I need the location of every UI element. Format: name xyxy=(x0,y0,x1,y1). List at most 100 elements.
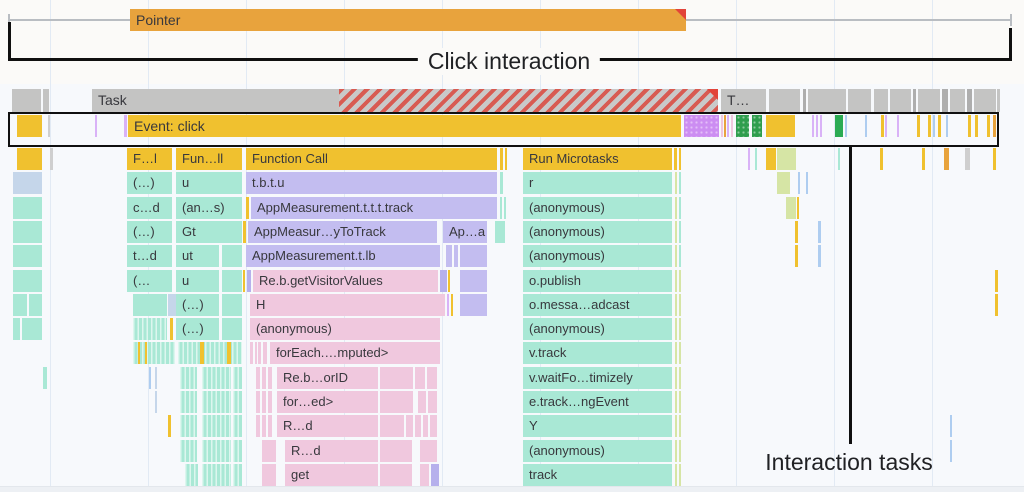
flame-segment[interactable] xyxy=(675,391,677,413)
flame-segment[interactable] xyxy=(679,293,681,316)
flame-segment[interactable] xyxy=(675,245,677,268)
flame-segment[interactable] xyxy=(495,220,505,243)
flame-segment[interactable] xyxy=(406,415,413,438)
flame-segment[interactable] xyxy=(268,415,272,438)
flame-segment[interactable] xyxy=(48,115,50,137)
flame-segment[interactable] xyxy=(950,415,952,438)
flame-bar[interactable]: Fun…ll xyxy=(176,148,242,170)
flame-segment[interactable] xyxy=(987,115,990,137)
flame-segment[interactable] xyxy=(968,115,971,137)
flame-bar[interactable]: AppMeasurement.t.t.t.track xyxy=(251,196,497,219)
task-bar[interactable]: Task xyxy=(92,89,339,112)
flame-segment[interactable] xyxy=(812,115,814,137)
flame-segment[interactable] xyxy=(679,269,681,292)
task-segment[interactable] xyxy=(808,89,846,112)
flame-segment[interactable] xyxy=(679,148,681,170)
task-left-segment[interactable] xyxy=(43,89,49,112)
flame-segment[interactable] xyxy=(806,172,808,195)
flame-segment[interactable] xyxy=(440,269,447,292)
flame-segment[interactable] xyxy=(679,342,681,365)
flame-segment[interactable] xyxy=(897,115,899,137)
flame-segment[interactable] xyxy=(675,439,677,462)
flame-segment[interactable] xyxy=(865,115,867,137)
flame-segment[interactable] xyxy=(268,391,272,413)
task-segment[interactable] xyxy=(890,89,911,112)
flame-bar[interactable]: c…d xyxy=(127,196,172,219)
flame-segment[interactable] xyxy=(185,463,198,486)
flame-segment[interactable] xyxy=(679,366,681,389)
flame-segment[interactable] xyxy=(222,318,242,341)
flame-bar[interactable]: AppMeasur…yToTrack xyxy=(248,220,437,243)
flame-segment[interactable] xyxy=(679,220,681,243)
flame-segment[interactable] xyxy=(504,196,506,219)
flame-segment[interactable] xyxy=(944,148,949,170)
flame-segment[interactable] xyxy=(835,115,843,137)
flame-segment[interactable] xyxy=(415,366,425,389)
flame-bar[interactable]: get xyxy=(285,463,378,486)
flame-segment[interactable] xyxy=(155,391,157,413)
flame-segment[interactable] xyxy=(145,342,147,365)
flame-segment[interactable] xyxy=(29,293,42,316)
flame-segment[interactable] xyxy=(380,439,412,462)
flame-segment[interactable] xyxy=(250,342,253,365)
flame-segment[interactable] xyxy=(797,196,799,219)
flame-segment[interactable] xyxy=(675,366,677,389)
flame-segment[interactable] xyxy=(17,115,42,137)
flame-segment[interactable] xyxy=(227,342,231,365)
task-segment[interactable] xyxy=(848,89,871,112)
flame-bar[interactable]: AppMeasurement.t.lb xyxy=(246,245,440,268)
flame-segment[interactable] xyxy=(200,342,204,365)
flame-segment[interactable] xyxy=(674,148,677,170)
flame-segment[interactable] xyxy=(233,391,242,413)
flame-segment[interactable] xyxy=(124,115,127,137)
flame-segment[interactable] xyxy=(262,391,266,413)
flame-segment[interactable] xyxy=(679,391,681,413)
flame-segment[interactable] xyxy=(995,269,998,292)
flame-segment[interactable] xyxy=(13,245,42,268)
task-segment[interactable] xyxy=(950,89,965,112)
flame-segment[interactable] xyxy=(247,269,251,292)
task-segment[interactable] xyxy=(918,89,940,112)
flame-segment[interactable] xyxy=(233,366,242,389)
flame-segment[interactable] xyxy=(133,293,167,316)
flame-bar[interactable]: ut xyxy=(176,245,219,268)
flame-bar[interactable]: t.b.t.u xyxy=(246,172,497,195)
flame-bar[interactable]: track xyxy=(523,463,672,486)
task-bar-truncated[interactable]: T… xyxy=(721,89,766,112)
flame-segment[interactable] xyxy=(427,366,437,389)
flame-segment[interactable] xyxy=(795,220,798,243)
flame-segment[interactable] xyxy=(880,148,883,170)
flame-segment[interactable] xyxy=(798,172,800,195)
task-segment[interactable] xyxy=(967,89,972,112)
flame-segment[interactable] xyxy=(777,172,790,195)
flame-bar[interactable]: Y xyxy=(523,415,672,438)
flame-segment[interactable] xyxy=(679,196,681,219)
flame-segment[interactable] xyxy=(418,391,426,413)
flame-segment[interactable] xyxy=(180,415,197,438)
flame-bar[interactable]: v.waitFo…timizely xyxy=(523,366,672,389)
flame-bar[interactable]: u xyxy=(176,269,219,292)
flame-segment[interactable] xyxy=(430,415,437,438)
flame-bar[interactable]: Ap…a xyxy=(443,220,487,243)
flame-segment[interactable] xyxy=(13,196,42,219)
task-segment[interactable] xyxy=(974,89,996,112)
flame-segment[interactable] xyxy=(43,366,47,389)
flame-segment[interactable] xyxy=(233,415,242,438)
task-segment[interactable] xyxy=(803,89,806,112)
flame-segment[interactable] xyxy=(256,391,260,413)
flame-segment[interactable] xyxy=(679,245,681,268)
flame-segment[interactable] xyxy=(180,391,197,413)
flame-segment[interactable] xyxy=(431,463,439,486)
flame-bar[interactable]: t…d xyxy=(127,245,172,268)
flame-segment[interactable] xyxy=(149,366,151,389)
flame-segment[interactable] xyxy=(500,148,503,170)
flame-segment[interactable] xyxy=(22,318,42,341)
flame-segment[interactable] xyxy=(995,293,998,316)
flame-bar[interactable]: (…) xyxy=(127,172,172,195)
flame-segment[interactable] xyxy=(736,115,749,137)
flame-segment[interactable] xyxy=(933,115,935,137)
flame-segment[interactable] xyxy=(202,391,231,413)
flame-segment[interactable] xyxy=(243,220,246,243)
flame-segment[interactable] xyxy=(380,391,413,413)
flame-segment[interactable] xyxy=(168,293,176,316)
